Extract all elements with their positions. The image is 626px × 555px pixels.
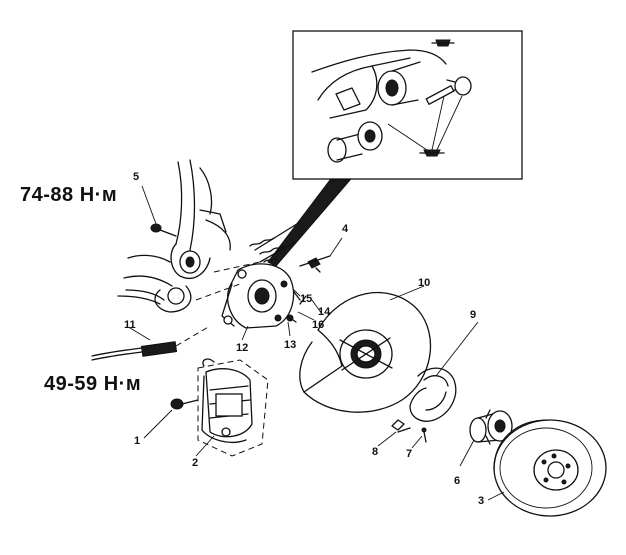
callout-2: 2 — [192, 457, 198, 469]
callout-1: 1 — [134, 435, 140, 447]
callout-7: 7 — [406, 448, 412, 460]
caliper-bolt — [170, 398, 199, 410]
torque-label-caliper-mount: 74-88 Н·м — [20, 184, 118, 206]
callout-3: 3 — [478, 495, 484, 507]
callout-14: 14 — [318, 306, 331, 318]
brake-shoe — [409, 367, 457, 422]
callout-5: 5 — [133, 171, 139, 183]
callout-13: 13 — [284, 339, 296, 351]
callout-leaders — [129, 185, 505, 501]
brake-caliper — [197, 358, 269, 457]
callout-4: 4 — [342, 223, 349, 235]
parking-brake-cable — [91, 325, 211, 361]
steering-knuckle — [117, 159, 261, 313]
hold-down-spring — [391, 419, 411, 433]
torque-label-caliper-bolt: 49-59 Н·м — [44, 373, 142, 395]
callout-8: 8 — [372, 446, 378, 458]
callout-16: 16 — [312, 319, 324, 331]
mounting-bolt — [150, 223, 177, 237]
inset-pointer — [254, 179, 352, 267]
brake-rotor — [493, 419, 607, 517]
callout-10: 10 — [418, 277, 430, 289]
callout-11: 11 — [124, 319, 136, 331]
dust-shield — [299, 291, 432, 413]
callout-12: 12 — [236, 342, 248, 354]
callout-15: 15 — [300, 293, 312, 305]
detail-inset — [292, 30, 523, 180]
hub-adapter — [221, 237, 331, 329]
hub-bearing — [469, 409, 513, 445]
callout-9: 9 — [470, 309, 476, 321]
callout-6: 6 — [454, 475, 460, 487]
hold-down-pin — [421, 427, 427, 443]
